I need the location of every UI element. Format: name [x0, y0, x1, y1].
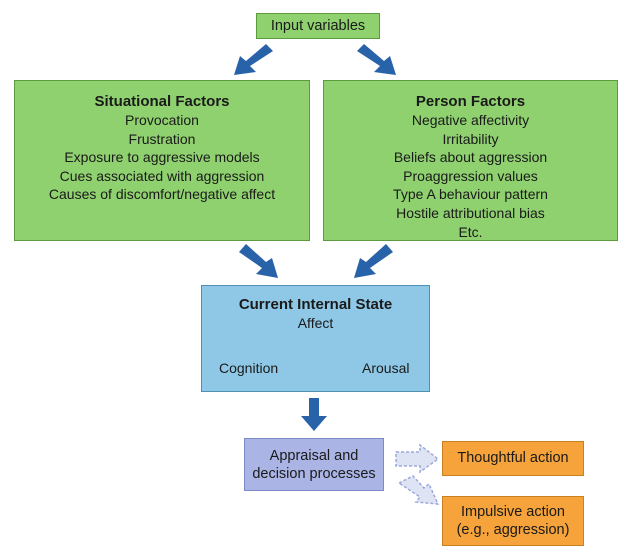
person-item: Irritability	[442, 130, 499, 147]
arrow-person-to-internal	[354, 244, 393, 278]
situational-factors-title: Situational Factors	[94, 93, 230, 110]
person-factors-title: Person Factors	[415, 93, 526, 110]
situational-item: Cues associated with aggression	[59, 167, 265, 184]
arrow-situational-to-internal	[239, 244, 278, 278]
arrow-input-to-person	[357, 44, 396, 75]
cognition-label: Cognition	[219, 360, 279, 376]
situational-item: Provocation	[125, 112, 199, 128]
appraisal-line-2: decision processes	[252, 466, 376, 482]
internal-state-title: Current Internal State	[238, 296, 393, 313]
person-item: Proaggression values	[403, 167, 538, 184]
affect-label: Affect	[297, 315, 334, 331]
impulsive-action-line-1: Impulsive action	[461, 504, 565, 520]
arrow-appraisal-to-thoughtful	[395, 443, 440, 474]
appraisal-line-1: Appraisal and	[269, 448, 359, 464]
situational-item: Exposure to aggressive models	[64, 149, 260, 166]
input-variables-label: Input variables	[270, 18, 366, 34]
person-factors-box: Person Factors Negative affectivity Irri…	[323, 80, 618, 241]
appraisal-box: Appraisal and decision processes	[244, 438, 384, 491]
person-item: Hostile attributional bias	[396, 204, 545, 221]
situational-item: Frustration	[128, 130, 196, 147]
arrow-internal-to-appraisal	[301, 398, 327, 431]
person-item: Negative affectivity	[411, 112, 530, 128]
internal-state-box: Current Internal State Affect Cognition …	[201, 285, 430, 392]
input-variables-box: Input variables	[256, 13, 380, 39]
person-item: Etc.	[458, 223, 483, 240]
situational-factors-box: Situational Factors Provocation Frustrat…	[14, 80, 310, 241]
person-item: Type A behaviour pattern	[393, 186, 548, 203]
arousal-label: Arousal	[362, 360, 410, 376]
situational-item: Causes of discomfort/negative affect	[48, 186, 276, 203]
arrow-input-to-situational	[234, 44, 273, 75]
impulsive-action-box: Impulsive action (e.g., aggression)	[442, 496, 584, 546]
person-item: Beliefs about aggression	[393, 149, 548, 166]
impulsive-action-line-2: (e.g., aggression)	[456, 522, 570, 538]
thoughtful-action-box: Thoughtful action	[442, 441, 584, 476]
thoughtful-action-label: Thoughtful action	[457, 450, 569, 466]
arrow-appraisal-to-impulsive	[397, 475, 440, 505]
